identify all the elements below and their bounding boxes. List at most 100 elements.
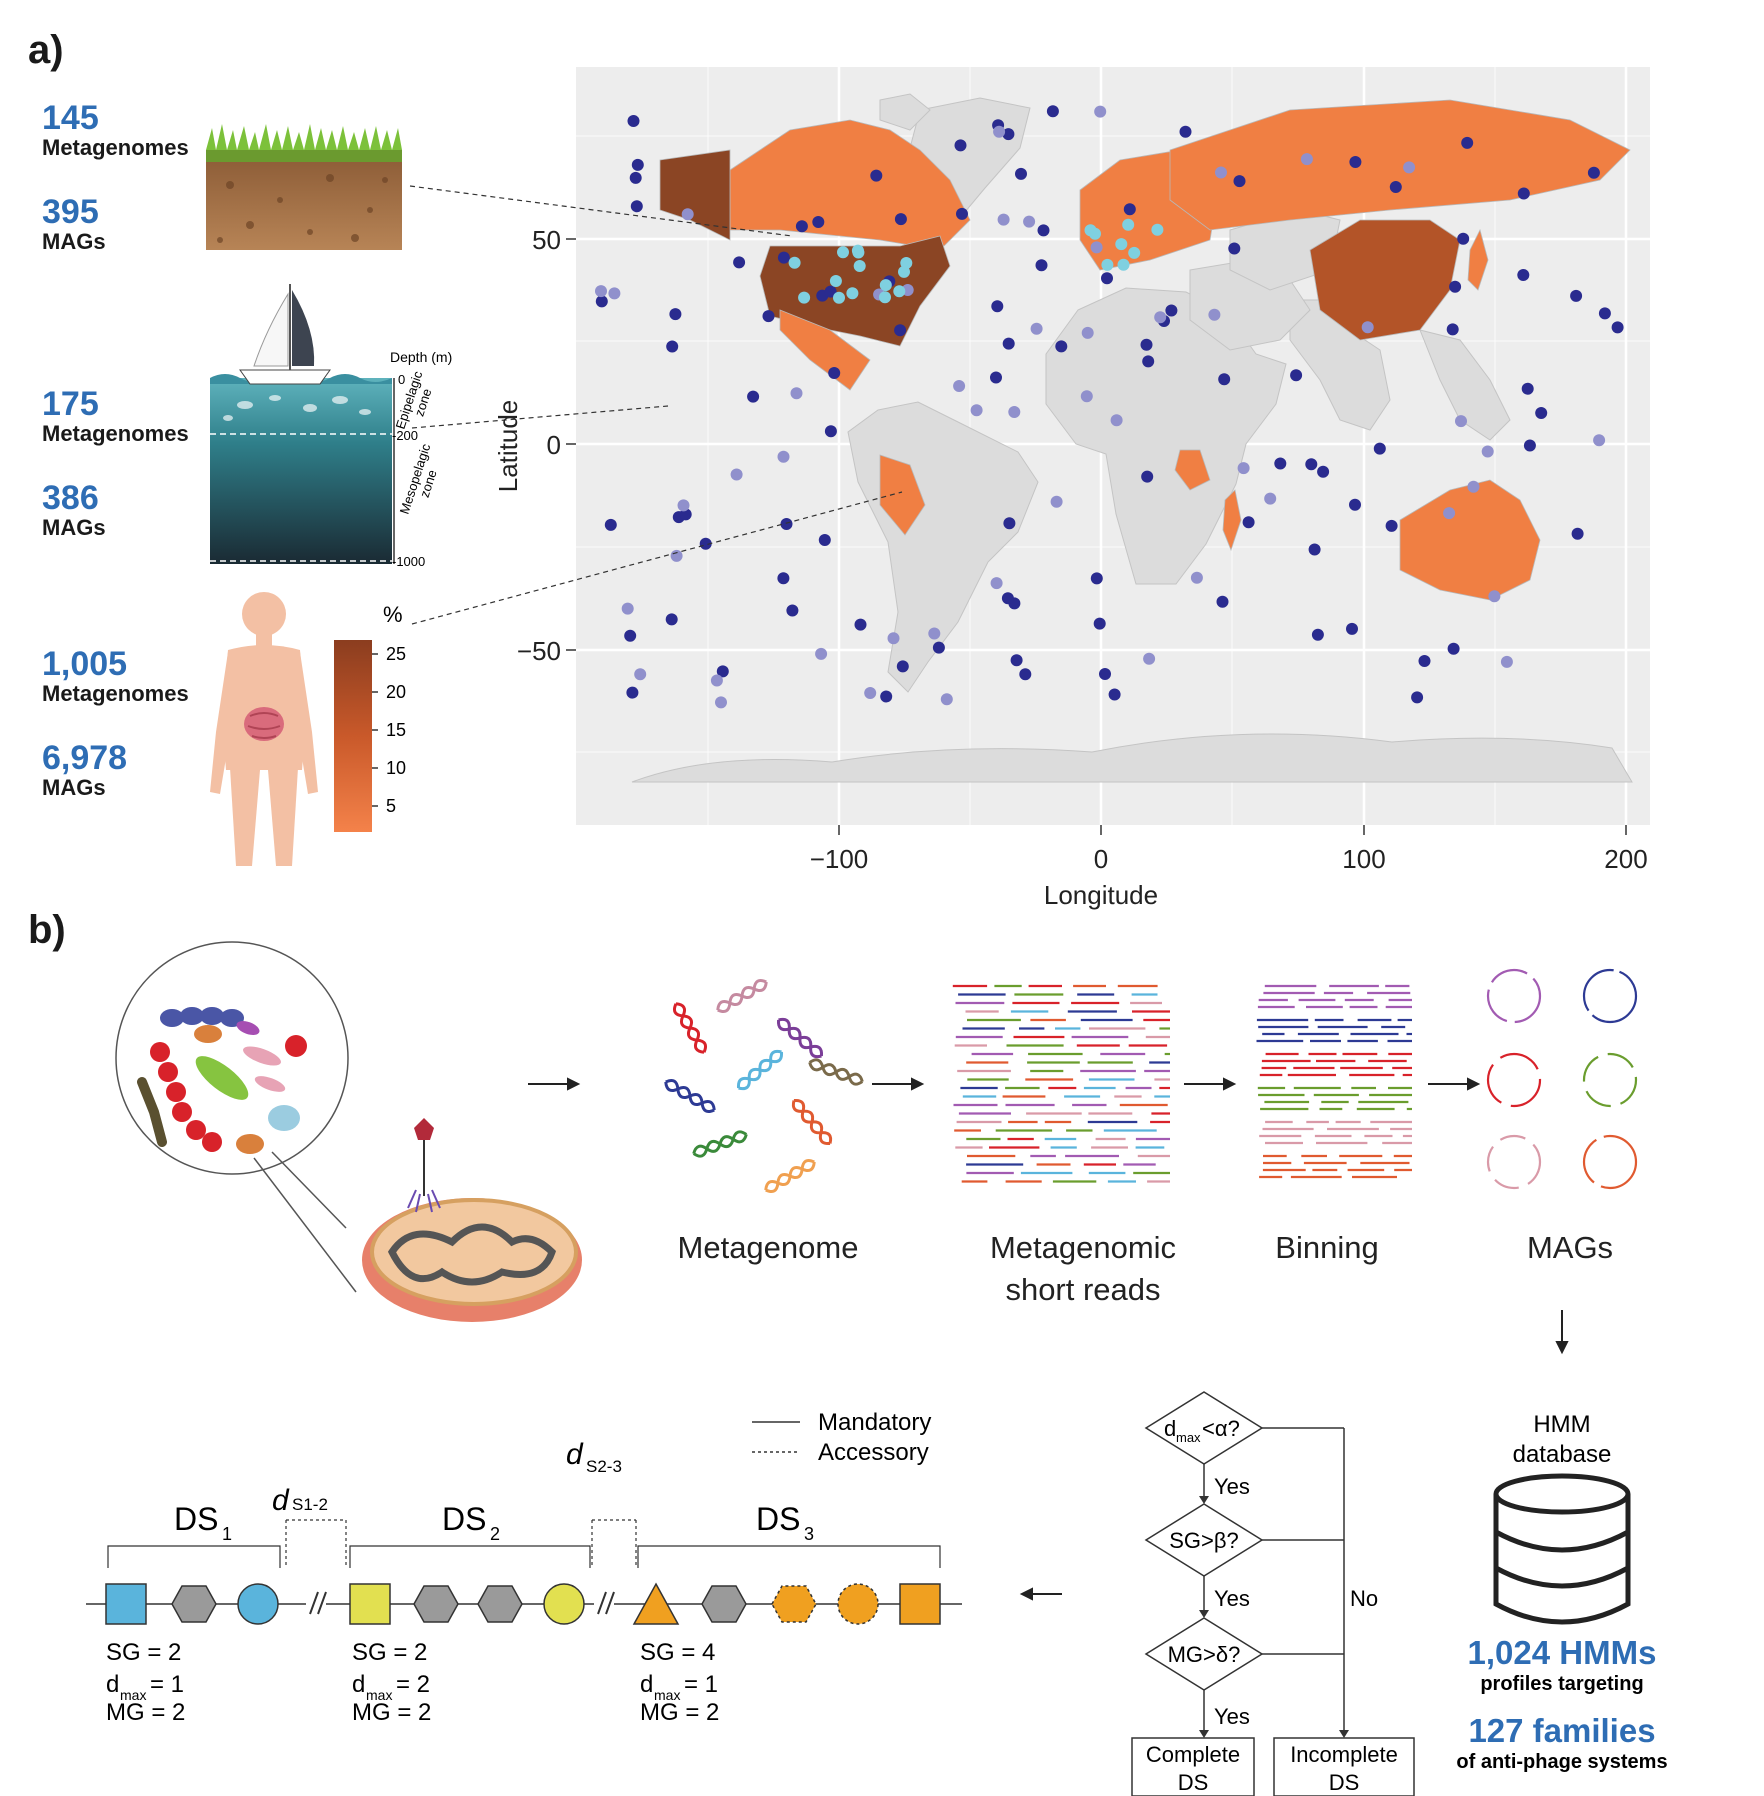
incomplete-1: Incomplete [1290, 1742, 1398, 1767]
gene-ds3-triangle [632, 1582, 680, 1625]
soil-sample-point [1084, 224, 1097, 237]
soil-sample-point [846, 287, 859, 300]
human-illustration [210, 592, 318, 866]
arctic-islands [879, 93, 931, 131]
ocean-sample-point [1385, 519, 1398, 532]
depth-tick-200: -200 [392, 428, 418, 443]
ocean-metagenome-count: 175 [42, 385, 99, 423]
ds3-mg: MG = 2 [640, 1699, 719, 1726]
hmm-sub: profiles targeting [1480, 1673, 1643, 1695]
ocean-sample-point [1179, 125, 1192, 138]
ocean-sample-point [1317, 465, 1330, 478]
ocean-sample-point [1035, 259, 1048, 272]
mexico [779, 309, 871, 391]
ocean-sample-point [1535, 407, 1548, 419]
ocean-sample-point [1008, 406, 1021, 418]
human-metagenome-label: Metagenomes [42, 681, 189, 706]
soil-sample-point [837, 246, 849, 259]
ocean-sample-point [1449, 280, 1462, 293]
x-tick-200: 200 [1604, 844, 1647, 874]
ds1-dmax-sub: max [120, 1687, 146, 1703]
ocean-illustration: Depth (m) 0 -200 -1000 Epipelagic zone M… [210, 284, 452, 569]
ocean-sample-point [1500, 655, 1513, 668]
family-count: 127 families [1468, 1712, 1655, 1749]
short-reads-illustration [952, 984, 1170, 1183]
gene-ds2-hex2 [477, 1585, 523, 1623]
y-tick-0: 0 [547, 430, 561, 460]
soil-sample-point [833, 291, 845, 304]
soil-sample-point [879, 291, 891, 304]
ocean-sample-point [1274, 457, 1287, 470]
dna-helix [664, 1079, 716, 1113]
step-short-reads-2: short reads [1005, 1272, 1160, 1307]
ocean-sample-point [1290, 369, 1303, 382]
ocean-sample-point [1215, 166, 1227, 179]
depth-tick-1000: -1000 [392, 554, 425, 569]
soil-sample-point [1128, 246, 1141, 259]
legend-tick-label: 15 [386, 720, 406, 740]
soil-sample-point [851, 244, 864, 257]
ocean-sample-point [1349, 156, 1362, 168]
ocean-sample-point [1002, 128, 1015, 141]
ocean-sample-point [1305, 458, 1318, 471]
ocean-sample-point [1411, 691, 1424, 704]
q2: SG>β? [1169, 1528, 1239, 1553]
ds1-dmax-val: = 1 [150, 1671, 184, 1698]
ocean-sample-point [1019, 668, 1032, 681]
ds1-sub: 1 [222, 1524, 232, 1544]
gene-ds2-hex1 [413, 1585, 459, 1623]
ocean-sample-point [747, 390, 760, 403]
ocean-sample-point [1046, 105, 1059, 118]
legend-accessory: Accessory [818, 1439, 929, 1466]
gene-ds1-circle [237, 1583, 279, 1625]
ds3-dmax: d [640, 1671, 653, 1698]
madagascar [1222, 489, 1242, 552]
database-icon [1493, 1473, 1631, 1625]
ocean-sample-point [1488, 590, 1501, 603]
ocean-sample-point [1403, 161, 1416, 174]
ocean-sample-point [1461, 136, 1474, 149]
ocean-sample-point [1099, 668, 1111, 680]
soil-illustration [206, 124, 402, 250]
no-label: No [1350, 1586, 1378, 1611]
ocean-sample-point [604, 518, 617, 531]
ocean-sample-point [777, 572, 790, 585]
mag-circles [1486, 968, 1638, 1190]
soil-sample-point [1117, 258, 1130, 271]
ocean-sample-point [1143, 652, 1156, 665]
soil-stats: 145 Metagenomes 395 MAGs [42, 100, 189, 254]
ocean-sample-point [1361, 321, 1374, 334]
soil-sample-point [1101, 258, 1114, 271]
ocean-sample-point [1571, 527, 1584, 540]
y-axis-label: Latitude [493, 400, 523, 493]
ocean-sample-point [956, 207, 968, 220]
southeast-asia [1419, 329, 1511, 441]
ocean-sample-point [710, 674, 723, 687]
legend-mandatory: Mandatory [818, 1409, 931, 1436]
legend-colorbar [334, 640, 372, 832]
ocean-sample-point [1002, 337, 1015, 350]
ocean-sample-point [665, 613, 678, 626]
ocean-sample-point [880, 690, 893, 703]
q3: MG>δ? [1168, 1642, 1241, 1667]
yes-3: Yes [1214, 1704, 1250, 1729]
yes-2: Yes [1214, 1586, 1250, 1611]
ocean-sample-point [1208, 308, 1221, 321]
hmm-count: 1,024 HMMs [1468, 1634, 1657, 1671]
ocean-sample-point [780, 518, 793, 530]
ocean-sample-point [1587, 166, 1600, 179]
ocean-stats: 175 Metagenomes 386 MAGs [42, 386, 189, 540]
soil-sample-point [893, 285, 906, 298]
soil-metagenome-label: Metagenomes [42, 135, 189, 160]
incomplete-2: DS [1329, 1770, 1360, 1795]
peru [879, 454, 926, 536]
soil-sample-point [1151, 223, 1164, 236]
ocean-sample-point [1154, 311, 1167, 324]
dna-helix [791, 1098, 833, 1146]
flow-arrows [528, 1077, 1569, 1601]
ocean-sample-point [864, 687, 877, 699]
ocean-sample-point [870, 169, 883, 182]
ocean-sample-point [854, 618, 867, 631]
ocean-sample-point [630, 200, 643, 213]
ocean-sample-point [715, 696, 727, 709]
